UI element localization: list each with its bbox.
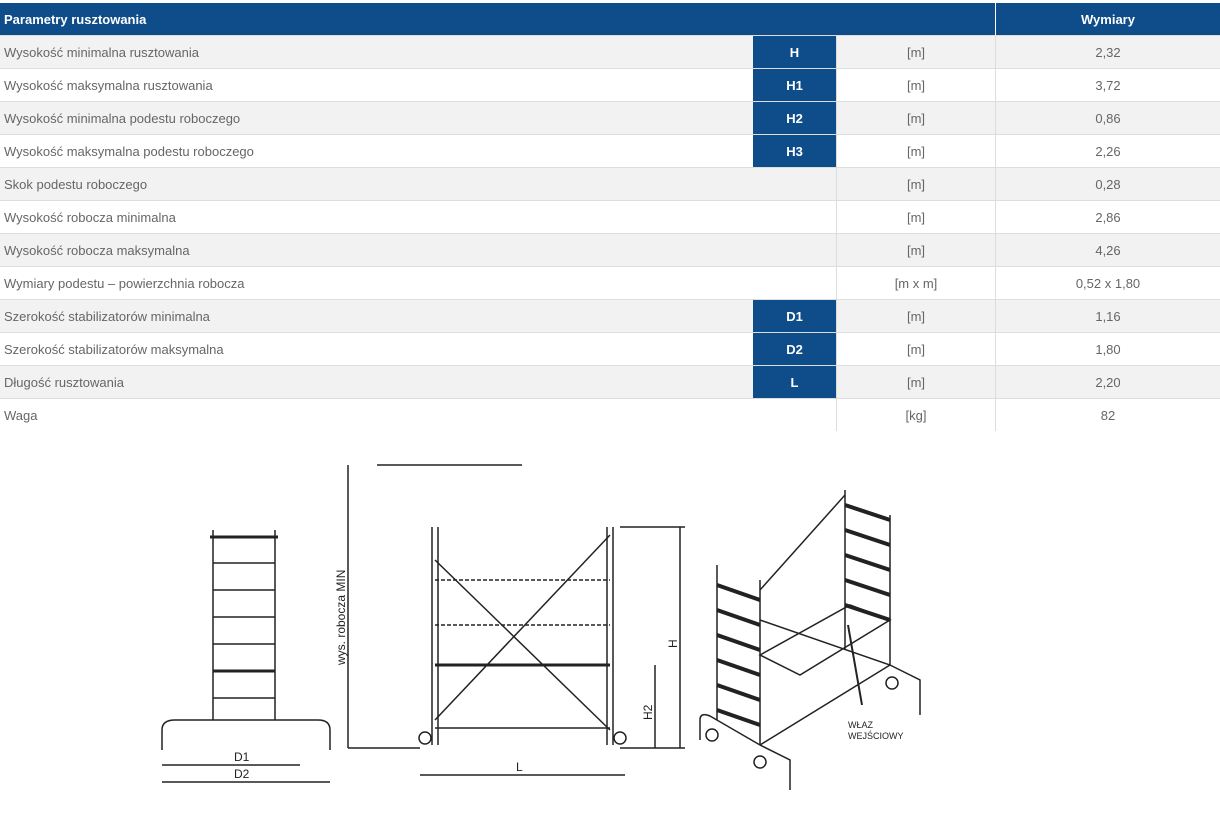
param-unit: [m]: [836, 101, 996, 135]
param-label: Szerokość stabilizatorów minimalna: [0, 299, 753, 333]
d1-label: D1: [234, 750, 250, 764]
param-unit: [m]: [836, 365, 996, 399]
param-unit: [m]: [836, 200, 996, 234]
param-code: D1: [753, 299, 837, 333]
param-unit: [kg]: [836, 398, 996, 431]
param-code: H: [753, 35, 837, 69]
header-dims: Wymiary: [995, 3, 1220, 36]
param-value: 2,20: [995, 365, 1220, 399]
param-code: H2: [753, 101, 837, 135]
param-code: H1: [753, 68, 837, 102]
header-params: Parametry rusztowania: [0, 3, 996, 36]
table-row: Skok podestu roboczego[m]0,28: [0, 167, 1220, 201]
param-label: Waga: [0, 398, 837, 431]
param-label: Długość rusztowania: [0, 365, 753, 399]
param-value: 2,86: [995, 200, 1220, 234]
param-unit: [m]: [836, 68, 996, 102]
param-unit: [m x m]: [836, 266, 996, 300]
h2-label: H2: [641, 704, 655, 720]
table-row: Wysokość robocza minimalna[m]2,86: [0, 200, 1220, 234]
param-value: 1,16: [995, 299, 1220, 333]
front-view: wys. robocza MIN L H H2: [334, 464, 685, 776]
perspective-view: WŁAZ WEJŚCIOWY: [699, 490, 921, 790]
d2-label: D2: [234, 767, 250, 781]
param-label: Wysokość minimalna rusztowania: [0, 35, 753, 69]
param-label: Szerokość stabilizatorów maksymalna: [0, 332, 753, 366]
work-height-label: wys. robocza MIN: [334, 570, 348, 666]
param-code: L: [753, 365, 837, 399]
table-row: Wymiary podestu – powierzchnia robocza[m…: [0, 266, 1220, 300]
scaffold-drawing: D1 D2 wys. robocza MIN L H H2 WŁAZ WEJŚC…: [161, 464, 921, 790]
h-label: H: [666, 639, 680, 648]
param-value: 82: [995, 398, 1220, 431]
param-value: 0,86: [995, 101, 1220, 135]
param-unit: [m]: [836, 299, 996, 333]
hatch-label-1: WŁAZ: [848, 720, 874, 730]
param-unit: [m]: [836, 167, 996, 201]
param-unit: [m]: [836, 134, 996, 168]
param-label: Wysokość robocza minimalna: [0, 200, 837, 234]
param-unit: [m]: [836, 35, 996, 69]
param-label: Wysokość maksymalna podestu roboczego: [0, 134, 753, 168]
hatch-label-2: WEJŚCIOWY: [848, 730, 904, 741]
param-value: 1,80: [995, 332, 1220, 366]
param-value: 4,26: [995, 233, 1220, 267]
table-row: Waga[kg]82: [0, 398, 1220, 431]
param-label: Wysokość maksymalna rusztowania: [0, 68, 753, 102]
param-code: H3: [753, 134, 837, 168]
param-unit: [m]: [836, 233, 996, 267]
param-label: Wymiary podestu – powierzchnia robocza: [0, 266, 837, 300]
param-unit: [m]: [836, 332, 996, 366]
param-value: 2,32: [995, 35, 1220, 69]
param-label: Skok podestu roboczego: [0, 167, 837, 201]
specs-table: Parametry rusztowania Wymiary Wysokość m…: [0, 3, 1220, 431]
param-value: 0,52 x 1,80: [995, 266, 1220, 300]
param-code: D2: [753, 332, 837, 366]
param-value: 2,26: [995, 134, 1220, 168]
side-view: D1 D2: [161, 530, 331, 783]
table-row: Wysokość robocza maksymalna[m]4,26: [0, 233, 1220, 267]
param-label: Wysokość robocza maksymalna: [0, 233, 837, 267]
l-label: L: [516, 760, 523, 774]
param-label: Wysokość minimalna podestu roboczego: [0, 101, 753, 135]
param-value: 3,72: [995, 68, 1220, 102]
param-value: 0,28: [995, 167, 1220, 201]
